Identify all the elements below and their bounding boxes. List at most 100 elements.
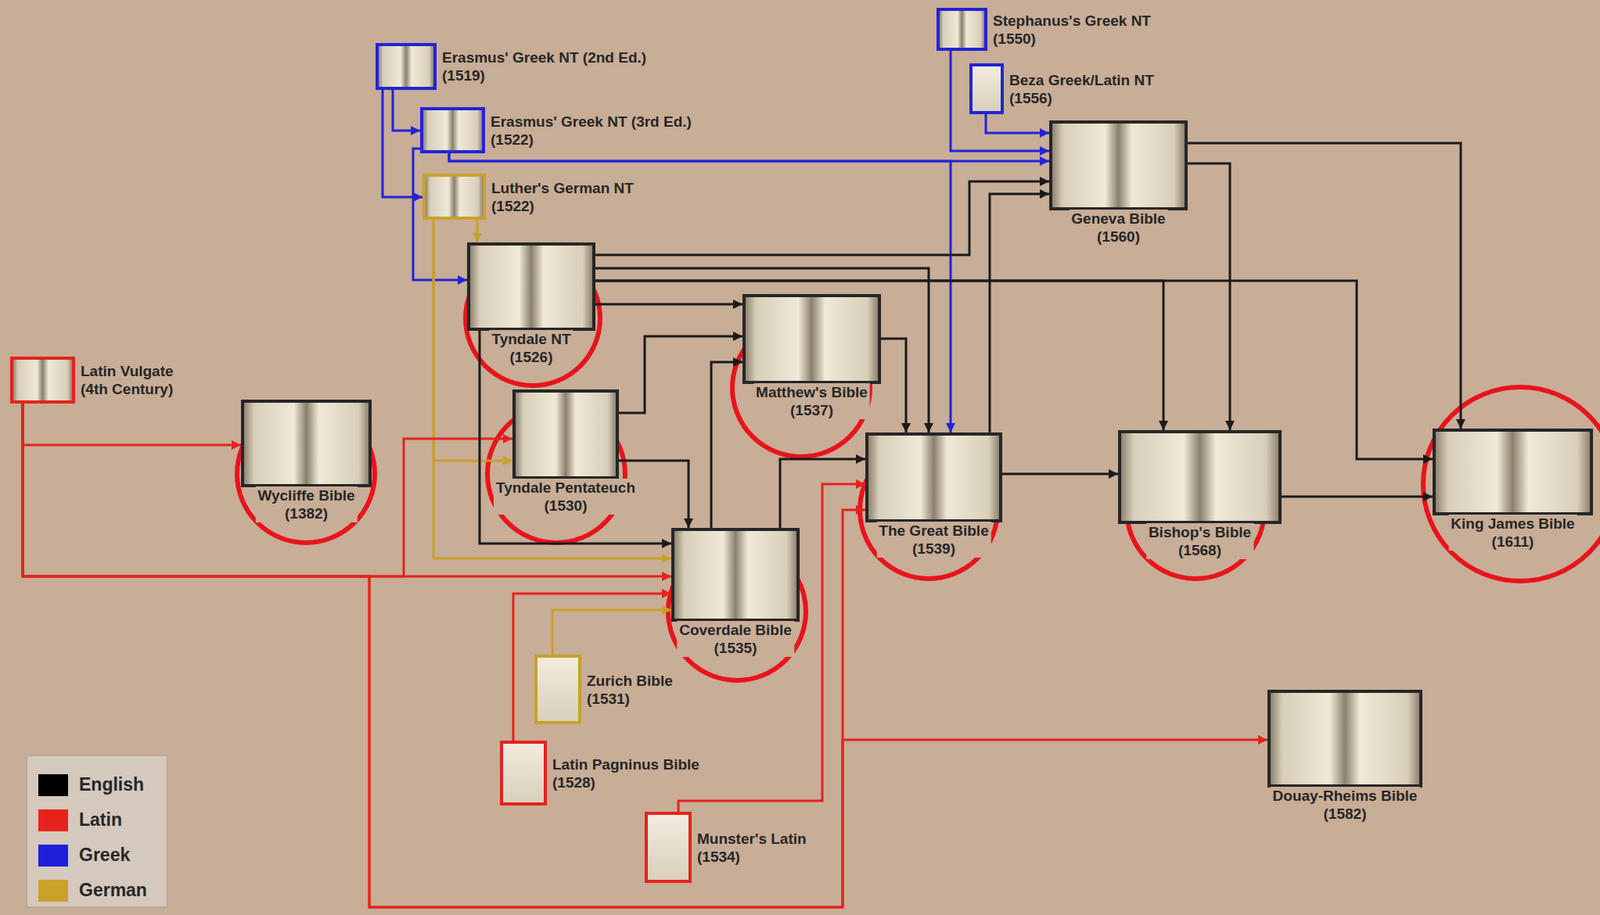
influence-arrow <box>880 338 907 433</box>
legend-box: EnglishLatinGreekGerman <box>25 755 169 909</box>
highlight-circle <box>1423 387 1600 582</box>
book-date: (4th Century) <box>80 380 174 399</box>
book-node: Latin Pagninus Bible(1528) <box>499 740 547 806</box>
influence-arrow <box>595 280 1164 431</box>
book-label: Erasmus' Greek NT (2nd Ed.)(1519) <box>439 48 649 85</box>
legend-row: Greek <box>38 837 167 874</box>
book-node: Erasmus' Greek NT (2nd Ed.)(1519) <box>375 43 437 90</box>
book-label: Luther's German NT(1522) <box>488 179 637 216</box>
legend-row: German <box>38 873 167 909</box>
influence-arrow <box>1187 143 1461 429</box>
book-label: Latin Vulgate(4th Century) <box>78 362 177 399</box>
influence-arrow <box>433 219 672 559</box>
book-date: (1531) <box>586 690 673 709</box>
book-title: Tyndale NT <box>492 330 572 349</box>
book-title: Coverdale Bible <box>679 621 792 640</box>
book-date: (1550) <box>992 29 1151 48</box>
book-title: Bishop's Bible <box>1148 523 1252 542</box>
legend-swatch <box>38 880 69 903</box>
influence-arrow <box>479 330 672 544</box>
book-label: Munster's Latin(1534) <box>694 830 809 867</box>
book-node: Wycliffe Bible(1382) <box>240 399 372 488</box>
influence-arrow <box>595 181 1050 256</box>
influence-arrow <box>989 194 1050 433</box>
book-date: (1534) <box>697 848 807 867</box>
book-title: Stephanus's Greek NT <box>992 11 1151 30</box>
book-date: (1568) <box>1148 541 1252 560</box>
legend-swatch <box>38 844 69 867</box>
influence-arrow <box>22 403 866 908</box>
book-title: Matthew's Bible <box>755 383 868 402</box>
book-label: The Great Bible(1539) <box>876 521 991 558</box>
influence-arrow <box>985 114 1050 134</box>
influence-arrow <box>780 459 866 529</box>
legend-swatch <box>38 809 69 832</box>
legend-label: Latin <box>79 809 123 831</box>
legend-swatch <box>38 774 69 797</box>
book-date: (1519) <box>442 66 647 85</box>
influence-arrow <box>476 219 479 243</box>
book-node: Stephanus's Greek NT(1550) <box>936 7 988 51</box>
book-date: (1537) <box>755 401 868 420</box>
book-node: Coverdale Bible(1535) <box>671 528 800 623</box>
book-label: Matthew's Bible(1537) <box>753 383 871 420</box>
book-label: Erasmus' Greek NT (3rd Ed.)(1522) <box>488 112 694 149</box>
book-label: Zurich Bible(1531) <box>584 672 676 709</box>
book-title: Geneva Bible <box>1071 209 1165 228</box>
book-node: Luther's German NT(1522) <box>422 173 486 220</box>
book-title: Wycliffe Bible <box>257 486 355 505</box>
book-node: Latin Vulgate(4th Century) <box>10 356 76 404</box>
book-date: (1556) <box>1009 89 1155 108</box>
book-node: Bishop's Bible(1568) <box>1118 430 1282 525</box>
book-node: The Great Bible(1539) <box>865 432 1003 523</box>
book-node: Tyndale NT(1526) <box>467 242 596 331</box>
influence-arrow <box>595 303 743 306</box>
influence-arrow <box>382 89 423 198</box>
book-label: Stephanus's Greek NT(1550) <box>990 11 1154 48</box>
book-title: Latin Pagninus Bible <box>552 755 700 774</box>
legend-row: Latin <box>38 802 167 838</box>
book-label: Coverdale Bible(1535) <box>676 621 795 658</box>
book-date: (1382) <box>257 504 355 523</box>
influence-arrow <box>595 268 929 433</box>
book-label: Wycliffe Bible(1382) <box>255 486 357 523</box>
influence-arrow <box>392 89 421 131</box>
influence-arrow <box>22 403 241 446</box>
book-node: Zurich Bible(1531) <box>534 654 582 725</box>
book-title: Beza Greek/Latin NT <box>1009 71 1155 90</box>
influence-arrow <box>595 280 1433 460</box>
legend-label: Greek <box>79 844 130 867</box>
book-label: Latin Pagninus Bible(1528) <box>550 755 702 792</box>
book-date: (1582) <box>1272 805 1418 824</box>
legend-label: German <box>79 880 148 902</box>
influence-arrow <box>1281 496 1433 499</box>
book-date: (1535) <box>679 639 792 658</box>
book-title: Munster's Latin <box>697 830 807 849</box>
influence-arrow <box>1002 473 1119 476</box>
book-label: Tyndale Pentateuch(1530) <box>493 478 638 515</box>
book-label: Douay-Rheims Bible(1582) <box>1270 787 1421 824</box>
book-title: Tyndale Pentateuch <box>496 478 636 497</box>
book-label: Tyndale NT(1526) <box>489 330 574 367</box>
book-title: King James Bible <box>1450 514 1575 533</box>
book-title: Luther's German NT <box>491 179 634 198</box>
book-label: Bishop's Bible(1568) <box>1146 523 1254 560</box>
book-date: (1530) <box>496 496 636 515</box>
book-date: (1526) <box>492 348 572 367</box>
legend-row: English <box>38 767 167 803</box>
book-date: (1560) <box>1071 227 1165 246</box>
book-title: Erasmus' Greek NT (2nd Ed.) <box>442 48 647 67</box>
book-date: (1522) <box>490 130 692 149</box>
book-date: (1528) <box>552 773 700 792</box>
book-node: Tyndale Pentateuch(1530) <box>512 389 619 480</box>
book-title: Douay-Rheims Bible <box>1272 787 1418 806</box>
book-title: Erasmus' Greek NT (3rd Ed.) <box>490 112 692 131</box>
influence-arrow <box>22 403 1268 908</box>
influence-arrow <box>618 336 743 414</box>
influence-arrow <box>513 593 672 741</box>
book-date: (1611) <box>1450 532 1575 551</box>
book-node: Erasmus' Greek NT (3rd Ed.)(1522) <box>420 107 486 154</box>
influence-arrow <box>552 610 672 655</box>
legend-label: English <box>79 774 144 796</box>
influence-arrow <box>1187 163 1230 431</box>
